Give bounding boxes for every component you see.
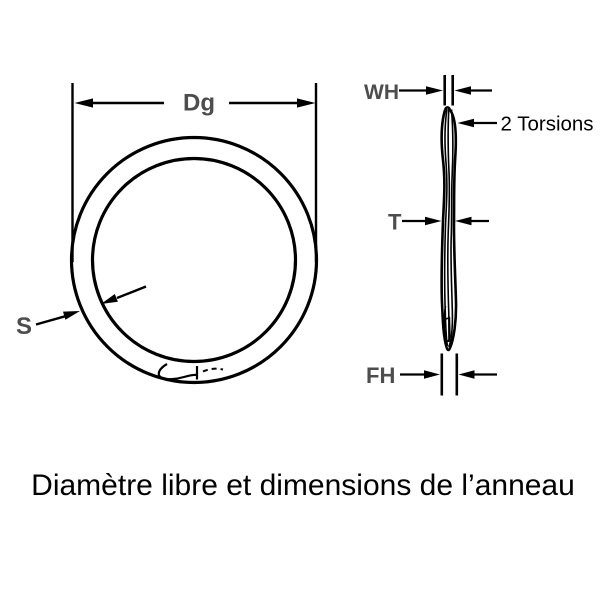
wh-arrow-right-icon — [454, 86, 471, 95]
side-profile-coil-line-3 — [448, 109, 454, 348]
wh-arrow-left-icon — [426, 86, 443, 95]
s-leader-inner — [116, 285, 147, 300]
torsions-label: 2 Torsions — [501, 113, 594, 136]
s-arrow-outer-icon — [63, 311, 80, 320]
fh-arrow-right-icon — [458, 370, 475, 379]
t-arrow-left-icon — [425, 216, 442, 226]
wh-dimension: WH — [364, 75, 492, 106]
dg-arrow-right-icon — [297, 98, 316, 108]
s-arrow-inner-icon — [101, 294, 118, 304]
wire-end-hidden-curve — [202, 367, 224, 373]
wh-label: WH — [364, 81, 399, 104]
ring-wire-end-detail — [157, 363, 224, 381]
fh-arrow-left-icon — [424, 370, 440, 379]
side-profile-body — [440, 106, 458, 352]
torsions-arrow-icon — [457, 118, 474, 128]
side-profile-coil-line-1 — [443, 108, 449, 347]
side-profile-bottom-cap — [445, 346, 451, 352]
dg-label: Dg — [183, 90, 215, 117]
s-leader-outer — [35, 315, 66, 326]
wire-end-curve — [157, 363, 198, 381]
dg-arrow-left-icon — [74, 98, 93, 108]
t-dimension: T — [388, 210, 489, 235]
side-profile-top-cap — [443, 106, 452, 111]
side-profile-coil-line-2 — [447, 108, 451, 343]
side-profile-end-tick — [445, 316, 451, 320]
dg-dimension: Dg — [71, 83, 318, 262]
s-dimension: S — [16, 285, 147, 340]
ring-side-view: WH 2 Torsions T — [364, 75, 594, 396]
side-profile-left-edge — [440, 109, 448, 348]
ring-inner-circle — [90, 156, 298, 364]
side-profile-right-edge — [448, 109, 458, 350]
fh-label: FH — [366, 363, 395, 388]
side-profile-end-loop — [443, 305, 451, 342]
fh-dimension: FH — [366, 353, 497, 396]
s-label: S — [16, 313, 32, 340]
t-label: T — [388, 210, 402, 235]
ring-outer-circle — [69, 135, 319, 385]
ring-front-view: Dg S — [16, 83, 319, 385]
torsions-callout: 2 Torsions — [457, 113, 594, 136]
t-arrow-right-icon — [455, 216, 472, 226]
figure-caption: Diamètre libre et dimensions de l’anneau — [31, 469, 575, 502]
